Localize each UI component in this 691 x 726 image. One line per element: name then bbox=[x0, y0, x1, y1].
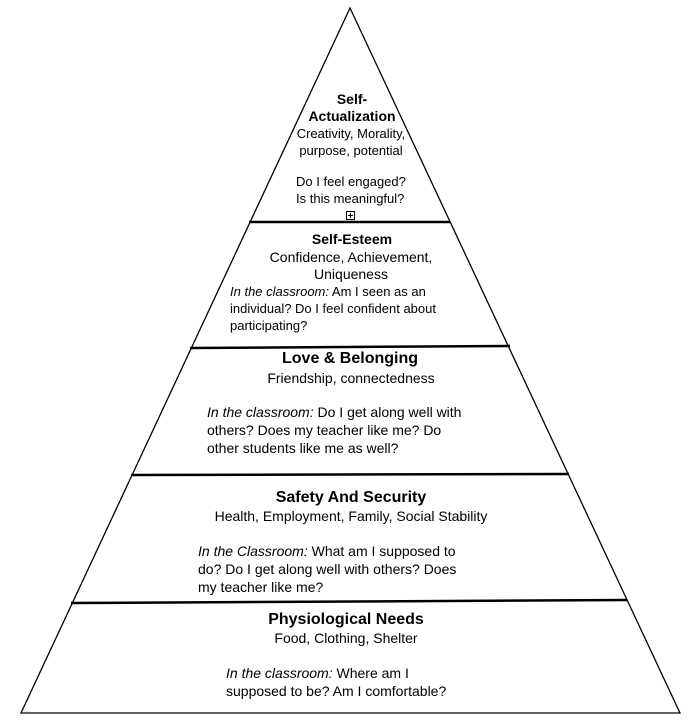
love-belonging-questions: In the classroom: Do I get along well wi… bbox=[207, 404, 462, 456]
self-esteem-title: Self-Esteem bbox=[311, 231, 393, 247]
divider-self-esteem bbox=[189, 344, 511, 350]
physiological-title: Physiological Needs bbox=[268, 611, 424, 628]
physiological-desc: Food, Clothing, Shelter bbox=[274, 630, 418, 646]
self-actualization-desc: Creativity, Morality, purpose, potential bbox=[296, 126, 406, 158]
self-esteem-questions: In the classroom: Am I seen as an indivi… bbox=[230, 284, 436, 333]
divider-love-belonging bbox=[130, 472, 570, 477]
safety-security-desc: Health, Employment, Family, Social Stabi… bbox=[214, 508, 488, 524]
self-actualization-title: Self- Actualization bbox=[308, 91, 396, 124]
physiological-questions: In the classroom: Where am I supposed to… bbox=[226, 665, 447, 699]
love-belonging-desc: Friendship, connectedness bbox=[267, 370, 435, 386]
self-esteem-desc: Confidence, Achievement, Uniqueness bbox=[269, 249, 433, 282]
self-actualization-questions: Do I feel engaged? Is this meaningful? bbox=[296, 174, 406, 206]
expand-handle-icon[interactable] bbox=[346, 211, 355, 220]
pyramid-outline bbox=[19, 6, 682, 714]
divider-safety-security bbox=[70, 598, 628, 605]
love-belonging-title: Love & Belonging bbox=[282, 350, 418, 367]
safety-security-title: Safety And Security bbox=[275, 489, 427, 506]
safety-security-questions: In the Classroom: What am I supposed to … bbox=[198, 543, 457, 595]
